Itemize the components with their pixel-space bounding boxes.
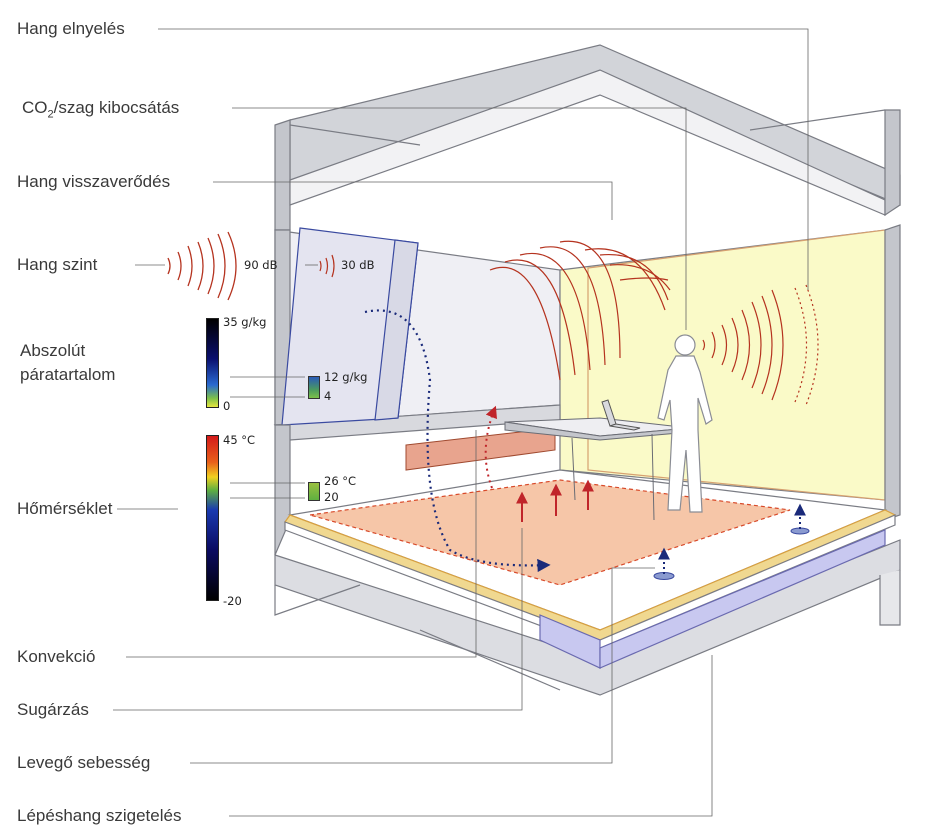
sound-reflection-waves bbox=[489, 240, 671, 381]
label-hang-visszaverodes: Hang visszaverődés bbox=[17, 172, 171, 191]
label-konvekcio: Konvekció bbox=[17, 647, 96, 666]
humidity-max-label: 35 g/kg bbox=[223, 315, 267, 329]
humidity-min-label: 0 bbox=[223, 399, 231, 413]
laptop-icon bbox=[601, 399, 641, 431]
leader-lines bbox=[113, 28, 809, 817]
label-abszolut: Abszolút bbox=[20, 341, 86, 360]
label-sugarzas: Sugárzás bbox=[17, 700, 89, 719]
temperature-range-swatch bbox=[308, 482, 320, 501]
air-vents bbox=[653, 503, 810, 580]
outside-sound-waves bbox=[167, 231, 237, 301]
co2-prefix: CO bbox=[22, 98, 48, 117]
radiator-heat-arrow bbox=[484, 405, 497, 489]
label-co2-szag: CO2/szag kibocsátás bbox=[22, 98, 179, 124]
label-homerseklet: Hőmérséklet bbox=[17, 499, 113, 518]
temperature-value-high: 26 °C bbox=[324, 474, 357, 488]
sound-level-outside: 90 dB bbox=[244, 258, 278, 272]
label-hang-szint: Hang szint bbox=[17, 255, 98, 274]
temperature-scale-bar bbox=[206, 435, 219, 601]
convection-arrow bbox=[364, 309, 551, 573]
person-icon bbox=[657, 334, 713, 513]
sound-absorption-dotted-waves bbox=[794, 284, 819, 406]
humidity-value-high: 12 g/kg bbox=[324, 370, 368, 384]
roof bbox=[274, 44, 901, 231]
label-paratartalom: páratartalom bbox=[20, 365, 116, 384]
inside-sound-waves bbox=[319, 254, 335, 278]
radiation-arrows bbox=[516, 479, 594, 522]
temperature-value-low: 20 bbox=[324, 490, 339, 504]
window bbox=[281, 227, 419, 426]
label-lepeshang: Lépéshang szigetelés bbox=[17, 806, 182, 825]
radiator bbox=[405, 427, 556, 471]
label-hang-elnyeles: Hang elnyelés bbox=[17, 19, 125, 38]
temperature-max-label: 45 °C bbox=[223, 433, 256, 447]
humidity-value-low: 4 bbox=[324, 389, 332, 403]
label-levego-sebesseg: Levegő sebesség bbox=[17, 753, 151, 772]
humidity-scale-bar bbox=[206, 318, 219, 408]
co2-subscript: 2 bbox=[47, 108, 54, 121]
sound-level-inside: 30 dB bbox=[341, 258, 375, 272]
humidity-range-swatch bbox=[308, 376, 320, 399]
co2-suffix: /szag kibocsátás bbox=[53, 98, 180, 117]
sound-absorption-waves bbox=[702, 289, 784, 401]
temperature-min-label: -20 bbox=[223, 594, 242, 608]
